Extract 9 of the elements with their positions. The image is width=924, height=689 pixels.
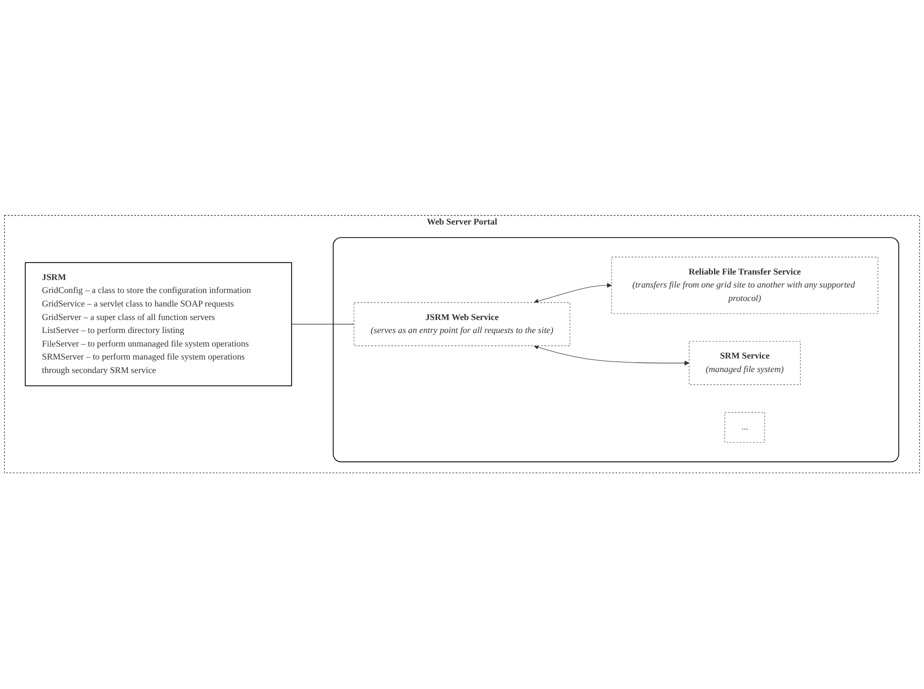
node-box: ... bbox=[724, 412, 765, 443]
connector bbox=[291, 324, 354, 325]
node-box: SRM Service (managed file system) bbox=[688, 341, 801, 386]
node-box: JSRM GridConfig – a class to store the configuration information GridService – a servlet class to handle SOAP requests GridServer – a super class of all function servers ListServer – to perform directory listing FileServer – to perform unmanaged file system operations SRMServer – to perform managed file system operations through secondary SRM service bbox=[24, 262, 292, 387]
arrow bbox=[534, 345, 690, 366]
node-box: Reliable File Transfer Service (transfers file from one grid site to another with any supported protocol) bbox=[611, 257, 878, 314]
node-box: JSRM Web Service (serves as an entry point for all requests to the site) bbox=[354, 302, 570, 346]
cluster bbox=[332, 238, 900, 463]
arrow bbox=[534, 283, 612, 304]
